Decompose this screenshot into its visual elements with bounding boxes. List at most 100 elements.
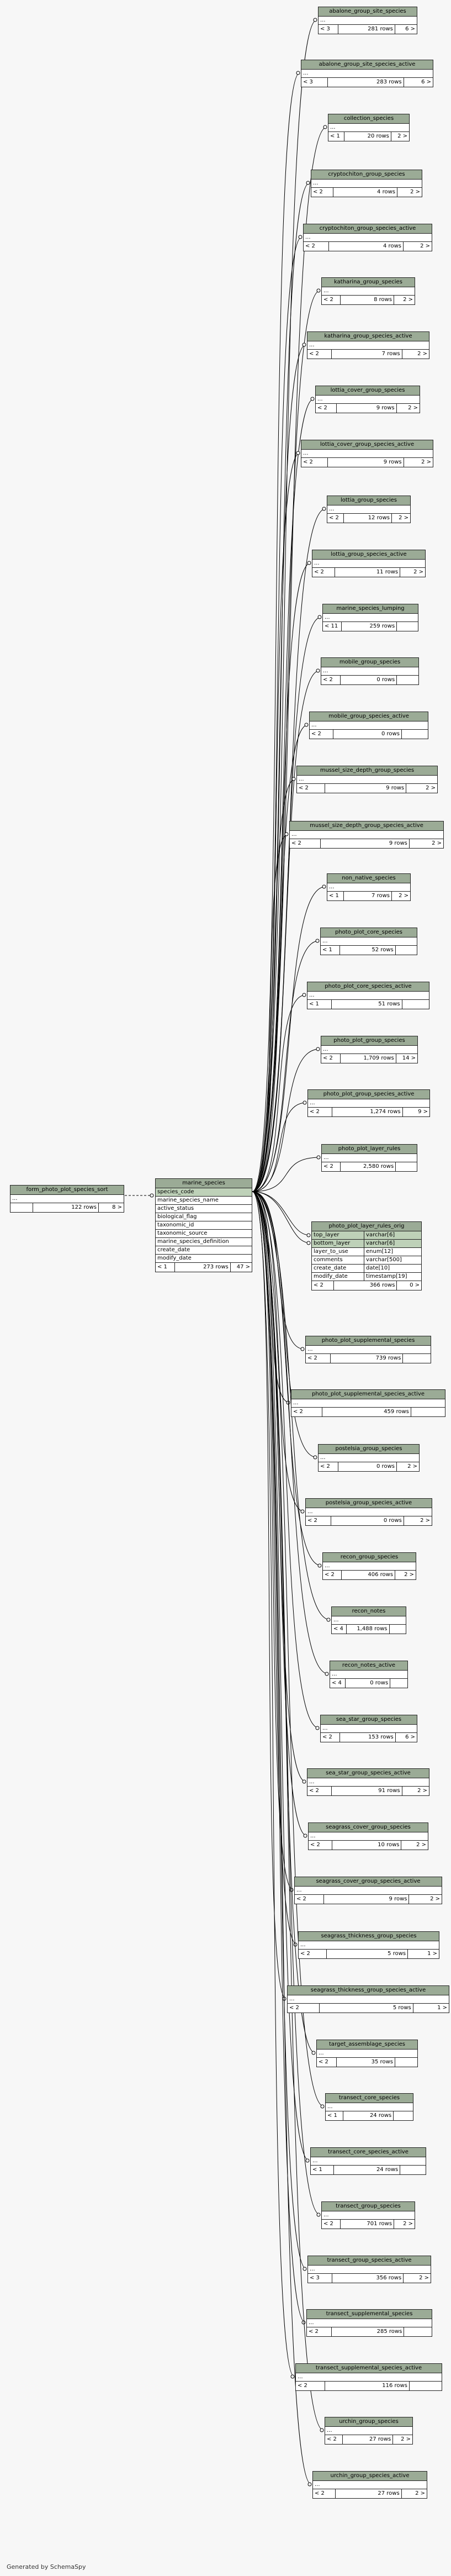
table-seagrass-thickness-group-species-active[interactable]: seagrass_thickness_group_species_active.… <box>287 1985 449 2013</box>
column: taxonomic_id <box>156 1221 252 1230</box>
relationship-line <box>252 1191 306 2323</box>
column-ellipsis: ... <box>308 2266 431 2274</box>
table-marine-species[interactable]: marine_species species_code marine_speci… <box>155 1178 252 1272</box>
row-count: 9 rows <box>321 839 410 848</box>
parents-count: < 2 <box>317 2058 337 2067</box>
row-count: 273 rows <box>175 1263 231 1272</box>
table-transect-supplemental-species-active[interactable]: transect_supplemental_species_active...<… <box>295 2363 442 2391</box>
parents-count: < 2 <box>325 2435 343 2444</box>
children-count: 2 > <box>404 1572 414 1578</box>
column-ellipsis: ... <box>332 1616 406 1625</box>
relationship-line <box>252 617 322 1192</box>
row-count: 51 rows <box>332 1000 402 1009</box>
relationship-line <box>252 1191 310 2161</box>
row-count: 27 rows <box>336 2489 402 2498</box>
column-ellipsis: ... <box>323 614 418 622</box>
table-name: transect_group_species_active <box>308 2256 431 2266</box>
parents-count: < 2 <box>316 404 337 413</box>
column-ellipsis: ... <box>322 1154 417 1162</box>
table-name: recon_notes <box>332 1607 406 1616</box>
parents-count: < 1 <box>311 2166 334 2174</box>
row-count: 5 rows <box>327 1950 408 1958</box>
crow-foot-marker <box>301 2320 306 2325</box>
table-name: seagrass_cover_group_species <box>309 1823 428 1832</box>
children-count: 6 > <box>405 26 415 32</box>
parents-count: < 1 <box>307 1000 332 1009</box>
table-name: photo_plot_layer_rules_orig <box>312 1222 421 1231</box>
crow-foot-marker <box>150 1193 154 1198</box>
crow-foot-marker <box>290 2374 295 2379</box>
crow-foot-marker <box>322 884 326 889</box>
table-photo-plot-supplemental-species-active[interactable]: photo_plot_supplemental_species_active..… <box>291 1389 445 1417</box>
row-count: 7 rows <box>344 892 392 900</box>
children-count: 6 > <box>421 79 431 85</box>
column-ellipsis: ... <box>288 1995 449 2004</box>
table-form-photo-plot-species-sort[interactable]: form_photo_plot_species_sort ... 122 row… <box>10 1185 124 1213</box>
parents-count: < 2 <box>306 1354 331 1363</box>
parents-count: < 2 <box>311 188 333 197</box>
table-name: mussel_size_depth_group_species_active <box>290 821 443 831</box>
children-count: 2 > <box>415 2490 425 2496</box>
table-mussel-size-depth-group-species-active[interactable]: mussel_size_depth_group_species_active..… <box>289 821 444 849</box>
table-seagrass-cover-group-species-active[interactable]: seagrass_cover_group_species_active...< … <box>294 1877 442 1904</box>
row-count: 4 rows <box>333 188 397 197</box>
row-count: 0 rows <box>338 1462 397 1471</box>
parents-count: < 2 <box>322 296 341 304</box>
table-name: photo_plot_core_species_active <box>307 982 429 992</box>
column-ellipsis: ... <box>10 1195 124 1203</box>
children-count <box>390 1625 406 1634</box>
column-ellipsis: ... <box>312 560 425 568</box>
crow-foot-marker <box>316 1155 321 1160</box>
table-name: katharina_group_species_active <box>307 332 429 341</box>
